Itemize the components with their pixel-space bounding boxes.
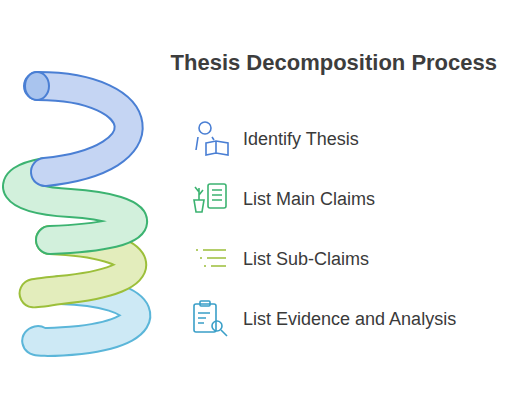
- clipboard-icon: [194, 301, 227, 336]
- step-label: List Evidence and Analysis: [243, 308, 456, 330]
- coil-band: [38, 86, 129, 172]
- document-icon: [194, 184, 226, 212]
- step-label: List Main Claims: [243, 188, 375, 210]
- coil-cap: [25, 72, 49, 100]
- diagram-title: Thesis Decomposition Process: [171, 50, 497, 76]
- step-label: List Sub-Claims: [243, 248, 369, 270]
- list-icon: [196, 250, 226, 266]
- coil-band: [38, 86, 129, 172]
- reader-icon: [196, 122, 228, 155]
- step-label: Identify Thesis: [243, 128, 359, 150]
